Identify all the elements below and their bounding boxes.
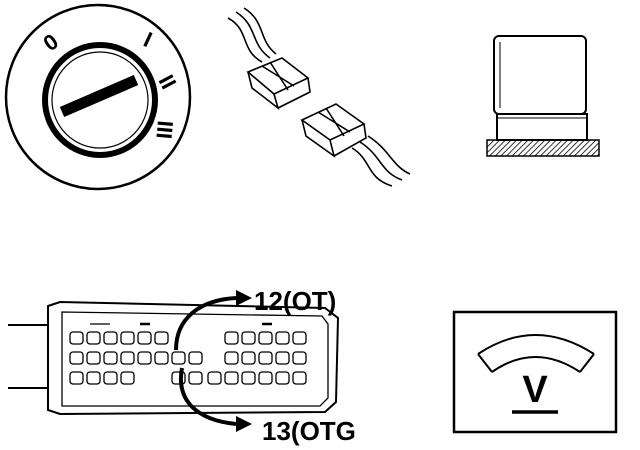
voltmeter-scale-outer — [477, 334, 595, 355]
ignition-switch: 0 I II III — [4, 3, 192, 191]
mounting-base — [486, 139, 600, 157]
multi-pin-connector — [8, 300, 340, 416]
voltmeter: V — [452, 310, 618, 434]
voltmeter-symbol: V — [522, 369, 548, 411]
pin-label-12: 12(OT) — [254, 286, 336, 316]
disconnected-connector — [227, 7, 411, 187]
relay-component — [486, 35, 600, 157]
arrow-head-upper-icon — [236, 290, 252, 306]
pin-test-arrows: 12(OT) 13(OTG — [174, 286, 356, 446]
key-slot — [59, 74, 139, 118]
relay-housing — [493, 35, 587, 115]
arrow-to-pin-13 — [179, 367, 237, 426]
upper-plug — [246, 57, 311, 111]
pin-label-13: 13(OTG — [262, 416, 356, 446]
voltmeter-scale-inner — [491, 356, 581, 373]
lower-wire — [351, 147, 393, 187]
arrow-head-lower-icon — [236, 416, 252, 432]
connector-pins — [69, 331, 307, 385]
switch-position-iii: III — [151, 120, 178, 140]
lower-plug — [300, 103, 367, 158]
voltmeter-frame — [452, 310, 618, 434]
arrow-to-pin-12 — [174, 296, 237, 351]
upper-wire — [227, 17, 263, 63]
